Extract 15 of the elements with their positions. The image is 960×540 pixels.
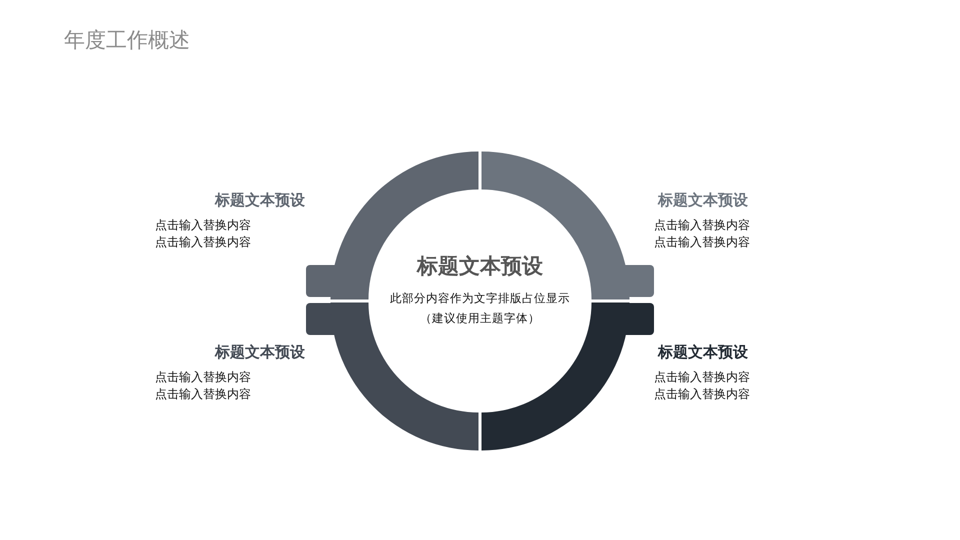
body-text: 点击输入替换内容 [654,217,750,234]
section-heading: 标题文本预设 [658,191,748,210]
section-heading: 标题文本预设 [658,343,748,362]
section-heading: 标题文本预设 [215,191,305,210]
body-text: 点击输入替换内容 [155,369,251,386]
center-description: 此部分内容作为文字排版占位显示（建议使用主题字体） [389,290,571,327]
section-heading: 标题文本预设 [215,343,305,362]
body-text: 点击输入替换内容 [654,369,750,386]
body-text: 点击输入替换内容 [155,217,251,234]
body-text: 点击输入替换内容 [155,234,251,251]
body-text: 点击输入替换内容 [155,386,251,403]
body-text: 点击输入替换内容 [654,386,750,403]
page-title: 年度工作概述 [64,27,190,54]
center-heading: 标题文本预设 [417,252,543,280]
body-text: 点击输入替换内容 [654,234,750,251]
